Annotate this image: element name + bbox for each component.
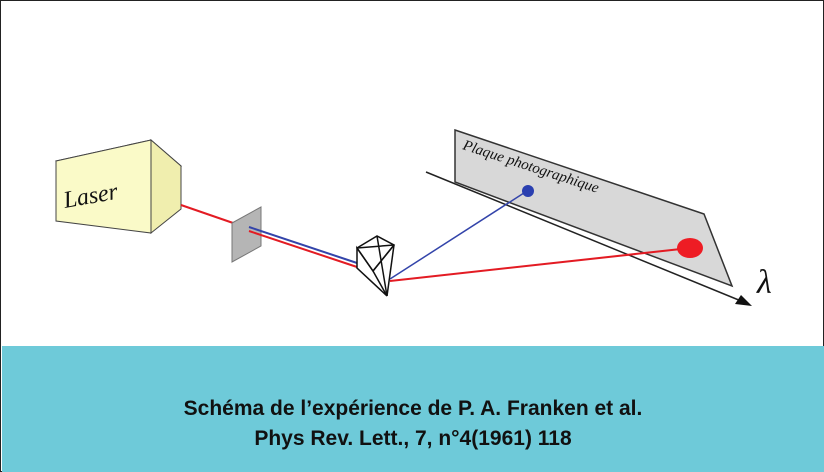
red-beam-to-prism (248, 230, 358, 268)
photographic-plate (454, 128, 734, 288)
laser-box-side (150, 138, 182, 235)
blue-spot (522, 185, 534, 197)
prism (355, 235, 396, 297)
laser-box: Laser (54, 138, 183, 235)
experiment-diagram: Laser Plaque photographique λ (54, 128, 772, 306)
red-spot (677, 238, 703, 258)
axis-arrowhead (735, 295, 752, 306)
blue-beam-to-prism (248, 226, 358, 264)
crystal-plate (231, 206, 262, 263)
axis-lambda-label: λ (756, 264, 772, 301)
caption-line-2: Phys Rev. Lett., 7, n°4(1961) 118 (254, 427, 572, 450)
blue-beam-dispersed (389, 190, 528, 280)
red-beam-from-laser (180, 204, 237, 225)
red-beam-dispersed (389, 247, 691, 282)
caption-band: Schéma de l’expérience de P. A. Franken … (2, 346, 824, 472)
laser-box-front (55, 139, 152, 234)
plate-rail-line (425, 171, 747, 304)
caption-line-1: Schéma de l’expérience de P. A. Franken … (183, 397, 643, 420)
figure-caption: Schéma de l’expérience de P. A. Franken … (2, 394, 824, 454)
